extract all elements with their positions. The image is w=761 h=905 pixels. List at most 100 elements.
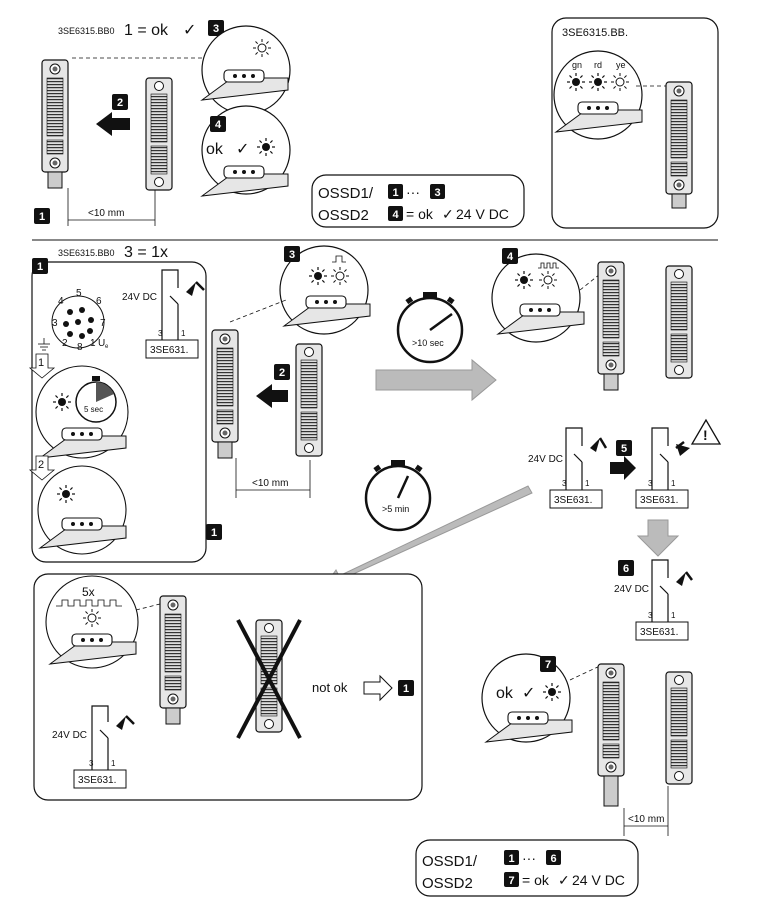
- distance-label: <10 mm: [628, 814, 664, 825]
- circuit-voltage: 24V DC: [122, 292, 157, 303]
- circuit-pin-3: 3: [562, 479, 567, 488]
- next-arrow-icon: [610, 456, 636, 480]
- step-badge-1: [34, 208, 50, 224]
- pin-u: U: [98, 338, 105, 349]
- down-arrow-icon: [636, 519, 680, 557]
- sensor-device: [159, 595, 187, 709]
- mid-left-panel: 3SE6315.BB0 3 = 1x 1 4 5 6 3 7 2 8 1 U e…: [28, 244, 207, 563]
- timer-5sec: 5 sec: [84, 405, 103, 414]
- circuit-pin-1: 1: [111, 759, 116, 768]
- sensor-device: [211, 329, 239, 443]
- actuator-device: [295, 343, 323, 457]
- sensor-device: [597, 261, 625, 375]
- circuit-pin-3: 3: [158, 329, 163, 338]
- mid-center-panel: 3 2 <10 mm 1 >10 sec >5 min: [206, 245, 533, 587]
- actuation-arrow-icon: [116, 716, 126, 730]
- led-off-icon: [538, 270, 558, 290]
- circuit-small: 24V DC 3 1 3SE631.: [52, 705, 135, 789]
- pin-4: 4: [58, 296, 64, 307]
- pin-6: 6: [96, 296, 102, 307]
- legend-voltage: 24 V DC: [572, 872, 625, 888]
- step-badge-4-label: 4: [215, 119, 222, 131]
- step-badge-1-label: 1: [39, 211, 45, 223]
- check-icon: ✓: [522, 685, 535, 702]
- step-badge-2: [112, 94, 128, 110]
- move-arrow-icon: [256, 384, 288, 408]
- circuit-voltage: 24V DC: [528, 454, 563, 465]
- not-ok-label: not ok: [312, 680, 348, 695]
- circuit-a: 24V DC 3 1 3SE631.: [528, 427, 608, 509]
- led-on-icon: [52, 392, 72, 412]
- sensor-device: [665, 81, 693, 195]
- top-left-panel: 3SE6315.BB0 1 = ok ✓ 3 2 4 ok ✓ 1 <10 mm: [34, 20, 291, 226]
- circuit-pin-3: 3: [648, 479, 653, 488]
- distance-label: <10 mm: [252, 478, 288, 489]
- mid-title-large: 3 = 1x: [124, 244, 168, 261]
- led-rd-icon: [588, 72, 608, 92]
- circuit-b: 3 1 3SE631.: [635, 427, 690, 509]
- module-label: 3SE631.: [150, 345, 188, 356]
- sensor-device: [597, 663, 625, 777]
- led-off-icon: [252, 38, 272, 58]
- circuit-c: 24V DC 3 1 3SE631.: [614, 559, 693, 641]
- led-gn-icon: [566, 72, 586, 92]
- substep-1: 1: [38, 357, 44, 369]
- top-right-panel: 3SE6315.BB. gn rd ye: [551, 17, 719, 229]
- top-left-title-small: 3SE6315.BB0: [58, 26, 115, 36]
- module-label: 3SE631.: [640, 495, 678, 506]
- step-badge-4: [210, 116, 226, 132]
- led-on-icon: [56, 484, 76, 504]
- warning-mark: !: [703, 427, 708, 443]
- circuit-pin-1: 1: [181, 329, 186, 338]
- legend-range-from: 1: [392, 187, 398, 199]
- module-label: 3SE631.: [554, 495, 592, 506]
- legend-ok-text: = ok: [406, 206, 434, 222]
- legend-voltage: 24 V DC: [456, 206, 509, 222]
- actuator-device: [665, 671, 693, 785]
- top-left-title-large: 1 = ok: [124, 22, 169, 39]
- blink-count: 5x: [82, 585, 95, 599]
- circuit-pin-3: 3: [648, 611, 653, 620]
- led-on-icon: [514, 270, 534, 290]
- pin-e: e: [105, 344, 109, 350]
- circuit-pin-1: 1: [671, 479, 676, 488]
- mid-step-1: 1: [37, 261, 43, 273]
- legend-line2: OSSD2: [318, 207, 369, 224]
- led-label-rd: rd: [594, 60, 602, 70]
- mid-title-small: 3SE6315.BB0: [58, 248, 115, 258]
- check-icon: ✓: [236, 141, 249, 158]
- led-on-icon: [308, 266, 328, 286]
- actuator-device: [145, 77, 173, 191]
- bottom-legend: OSSD1/ OSSD2 1 ··· 6 7 = ok ✓ 24 V DC: [415, 839, 639, 897]
- pin-2: 2: [62, 338, 68, 349]
- legend-line1: OSSD1/: [422, 853, 478, 870]
- sensor-connector: [47, 171, 63, 189]
- legend-ok-step: 7: [508, 875, 514, 887]
- goto-arrow-icon: [363, 674, 393, 702]
- mid-step-3: 3: [289, 249, 295, 261]
- legend-ok-step: 4: [392, 209, 399, 221]
- legend-range-to: 6: [550, 853, 556, 865]
- top-right-title: 3SE6315.BB.: [562, 27, 628, 39]
- led-label-gn: gn: [572, 60, 582, 70]
- led-label-ye: ye: [616, 60, 626, 70]
- mid-step-4: 4: [507, 251, 514, 263]
- pin-8: 8: [77, 342, 83, 353]
- warning-icon: [690, 418, 722, 445]
- legend-range-from: 1: [508, 853, 514, 865]
- led-off-icon: [82, 608, 102, 628]
- legend-ellipsis: ···: [406, 184, 420, 200]
- legend-range-to: 3: [434, 187, 440, 199]
- legend-ellipsis: ···: [522, 850, 536, 866]
- legend-ok-text: = ok: [522, 872, 550, 888]
- ok-label: ok: [496, 685, 514, 702]
- led-off-icon: [330, 266, 350, 286]
- module-label: 3SE631.: [640, 627, 678, 638]
- mid-step-7: 7: [545, 659, 551, 671]
- circuit-small: 24V DC 3 1 3SE631.: [122, 269, 205, 359]
- right-flow: 4 24V DC 3 1 3SE631. 5: [481, 248, 722, 836]
- bottom-left-panel: 5x 24V DC 3 1 3SE631. not ok 1: [33, 573, 423, 801]
- distance-label: <10 mm: [88, 208, 124, 219]
- check-icon: ✓: [558, 872, 570, 888]
